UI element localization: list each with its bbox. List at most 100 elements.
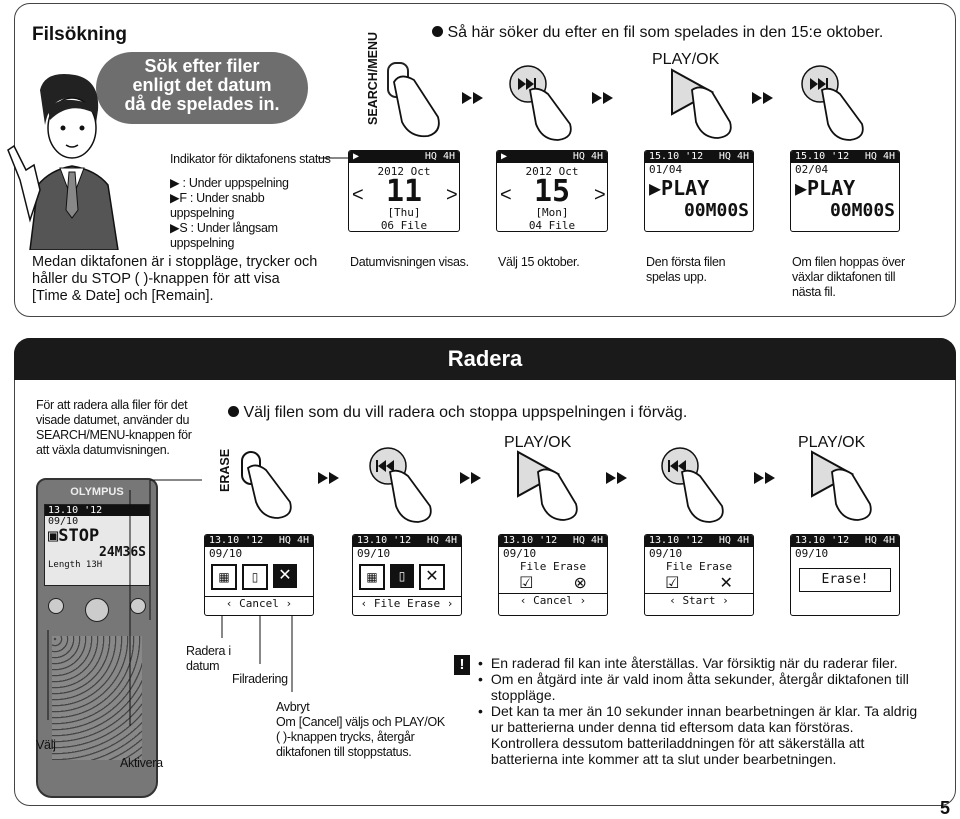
device-time: 24M36S	[99, 545, 146, 560]
erase-date-icon[interactable]: ▦	[359, 564, 385, 590]
note-item: •En raderad fil kan inte återställas. Va…	[478, 655, 918, 671]
erase-file-icon[interactable]: ▯	[390, 564, 414, 588]
erase-options: ▦ ▯ ✕	[205, 564, 313, 590]
lcd-bottom-bar: ‹ File Erase ›	[353, 596, 461, 610]
lcd-date-screen: ▶HQ 4H 2012 Oct 15 [Mon] 04 File < >	[496, 150, 608, 232]
label-line: diktafonen till stoppstatus.	[276, 745, 412, 759]
lcd-file-index: 02/04	[795, 163, 829, 176]
bubble-line: då de spelades in.	[124, 94, 280, 114]
lcd-bottom-bar: ‹ Start ›	[645, 593, 753, 607]
lcd-status: HQ 4H	[278, 535, 309, 546]
side-note-line: För att radera alla filer för det	[36, 398, 188, 412]
label-line: ( )-knappen trycks, återgår	[276, 730, 415, 744]
main-text-line: håller du STOP ( )-knappen för att visa	[32, 271, 280, 287]
rewind-button[interactable]	[48, 598, 65, 614]
lcd-mode: ▶PLAY	[791, 176, 899, 200]
main-text-line: Medan diktafonen är i stoppläge, trycker…	[32, 254, 318, 270]
cancel-x-icon[interactable]: ✕	[719, 575, 733, 592]
lcd-day-number: 15	[533, 174, 571, 209]
label-aktivera: Aktivera	[120, 756, 163, 770]
lcd-bottom-bar: ‹ Cancel ›	[205, 596, 313, 610]
play-indicator-icon: ▶	[170, 176, 180, 190]
label-line: Om [Cancel] väljs och PLAY/OK	[276, 715, 445, 729]
lcd-file-index: 09/10	[503, 547, 537, 560]
confirm-check-icon[interactable]: ☑	[519, 575, 534, 592]
cancel-circle-icon[interactable]: ⊗	[573, 575, 587, 592]
lcd-status: HQ 4H	[718, 535, 749, 546]
lcd-day-number: 11	[385, 174, 423, 209]
warning-icon: !	[454, 655, 470, 675]
lcd-status-bar: ▶ HQ 4H	[349, 151, 459, 163]
step-caption: Datumvisningen visas.	[350, 255, 469, 269]
indicator-leader-line	[318, 157, 350, 159]
erase-options: ▦ ▯ ✕	[353, 564, 461, 590]
erase-confirm-box: Erase!	[799, 568, 891, 592]
play-ok-label: PLAY/OK	[504, 434, 572, 451]
lcd-file-index: 09/10	[209, 547, 243, 560]
device-mode: ▣STOP	[45, 527, 149, 545]
side-note-line: att växla datumvisningen.	[36, 443, 170, 457]
play-icon: ▶	[649, 176, 662, 200]
label-line: Radera i	[186, 644, 231, 658]
lcd-status-bar: 13.10 '12 HQ 4H	[791, 535, 899, 547]
main-text-line: [Time & Date] och [Remain].	[32, 288, 214, 304]
lcd-status: HQ 4H	[864, 151, 895, 162]
note-item: •Om en åtgärd inte är vald inom åtta sek…	[478, 671, 918, 703]
left-arrow-icon: <	[500, 184, 512, 206]
lcd-status: HQ 4H	[864, 535, 895, 546]
erase-date-icon[interactable]: ▦	[211, 564, 237, 590]
indicator-item: ▶S : Under långsam uppspelning	[170, 221, 320, 251]
indicator-list: ▶ : Under uppspelning ▶F : Under snabb u…	[170, 176, 320, 251]
lcd-file-index: 09/10	[649, 547, 683, 560]
confirm-check-icon[interactable]: ☑	[665, 575, 680, 592]
bullet-icon	[432, 26, 443, 37]
lcd-bottom-text: Cancel	[533, 594, 573, 607]
bubble-line: enligt det datum	[132, 75, 272, 95]
lcd-month: 2012 Oct	[377, 165, 431, 178]
lcd-date: 15.10 '12	[795, 151, 850, 162]
lcd-status: HQ 4H	[424, 151, 455, 162]
search-main-text: Medan diktafonen är i stoppläge, trycker…	[32, 254, 317, 305]
confirm-options: ☑ ⊗	[499, 573, 607, 593]
lcd-bottom-text: Cancel	[239, 597, 279, 610]
device-buttons	[38, 598, 156, 622]
step-caption: Den första filen spelas upp.	[646, 255, 726, 284]
lcd-date-screen: ▶HQ 4H 2012 Oct 11 [Thu] 06 File < >	[348, 150, 460, 232]
lcd-date: 13.10 '12	[795, 535, 850, 546]
erase-intro: Välj filen som du vill radera och stoppa…	[228, 404, 687, 422]
indicator-text: : Under uppspelning	[182, 176, 289, 190]
erase-side-note: För att radera alla filer för det visade…	[36, 398, 206, 458]
play-ok-button[interactable]	[84, 598, 109, 622]
play-indicator-icon: ▶	[501, 151, 508, 162]
play-indicator-icon: ▶	[353, 151, 360, 162]
cancel-icon[interactable]: ✕	[273, 564, 297, 588]
page-number: 5	[940, 798, 951, 818]
lcd-date: 13.10 '12	[503, 535, 558, 546]
lcd-date: 13.10 '12	[209, 535, 264, 546]
lcd-mode-text: PLAY	[807, 176, 856, 200]
indicator-text: F : Under snabb uppspelning	[170, 191, 265, 220]
lcd-file-index: 01/04	[649, 163, 683, 176]
label-avbryt: Avbryt Om [Cancel] väljs och PLAY/OK ( )…	[276, 700, 446, 760]
play-ok-label: PLAY/OK	[798, 434, 866, 451]
left-arrow-icon: <	[352, 184, 364, 206]
search-title: Filsökning	[32, 24, 127, 45]
indicator-item: ▶ : Under uppspelning	[170, 176, 320, 191]
lcd-bottom-text: Start	[682, 594, 716, 607]
search-speech-bubble: Sök efter filer enligt det datum då de s…	[96, 52, 308, 124]
right-arrow-icon: >	[446, 184, 458, 206]
play-icon: ▶	[795, 176, 808, 200]
right-arrow-icon: >	[594, 184, 606, 206]
lcd-label: File Erase	[665, 560, 733, 573]
erase-file-icon[interactable]: ▯	[242, 564, 268, 590]
note-bullet: •	[478, 671, 483, 687]
cancel-icon[interactable]: ✕	[419, 564, 445, 590]
search-intro-text: Så här söker du efter en fil som spelade…	[447, 24, 884, 41]
lcd-date: 15.10 '12	[649, 151, 704, 162]
lcd-file-index: 09/10	[357, 547, 391, 560]
